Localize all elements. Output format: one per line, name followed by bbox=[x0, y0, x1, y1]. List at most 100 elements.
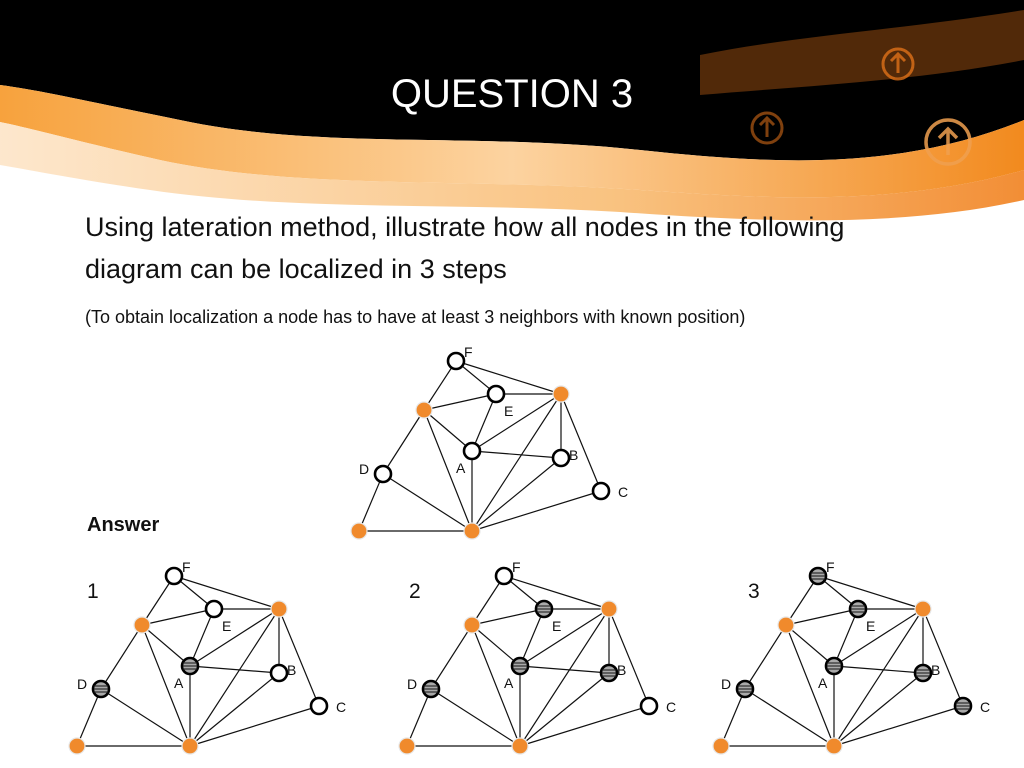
edge-anchor-top-right-anchor-bottom-center bbox=[519, 608, 610, 747]
node-label-b: B bbox=[287, 662, 296, 678]
node-label-a: A bbox=[174, 675, 184, 691]
node-e bbox=[204, 599, 224, 619]
node-label-f: F bbox=[464, 344, 473, 360]
node-label-c: C bbox=[666, 699, 676, 715]
node-f bbox=[446, 351, 466, 371]
edge-anchor-top-left-e bbox=[141, 608, 215, 626]
up-arrow-icon bbox=[750, 111, 784, 145]
edge-e-a bbox=[471, 393, 497, 452]
edge-f-anchor-top-left bbox=[423, 360, 457, 411]
node-label-b: B bbox=[931, 662, 940, 678]
up-arrow-icon bbox=[881, 47, 915, 81]
edge-anchor-top-left-e bbox=[471, 608, 545, 626]
node-f bbox=[494, 566, 514, 586]
edge-anchor-top-right-a bbox=[471, 393, 562, 452]
edge-anchor-top-left-a bbox=[471, 624, 521, 667]
edge-anchor-top-left-a bbox=[141, 624, 191, 667]
edge-e-a bbox=[519, 608, 545, 667]
edge-f-anchor-top-right bbox=[817, 575, 924, 610]
anchor-top-left-node bbox=[133, 616, 151, 634]
edge-b-anchor-bottom-center bbox=[833, 672, 924, 747]
node-label-d: D bbox=[359, 461, 369, 477]
answer-label: Answer bbox=[87, 514, 160, 536]
edge-anchor-top-left-a bbox=[423, 409, 473, 452]
edge-anchor-top-left-d bbox=[744, 624, 787, 690]
slide-title: QUESTION 3 bbox=[390, 72, 634, 116]
edge-anchor-top-right-c bbox=[560, 393, 602, 492]
edge-d-anchor-bottom-center bbox=[430, 688, 521, 747]
node-label-e: E bbox=[866, 618, 875, 634]
anchor-bottom-center-node bbox=[511, 737, 529, 755]
node-label-a: A bbox=[818, 675, 828, 691]
node-label-a: A bbox=[456, 460, 466, 476]
node-d bbox=[373, 464, 393, 484]
edge-d-anchor-bottom-left bbox=[720, 688, 746, 747]
edge-b-anchor-bottom-center bbox=[471, 457, 562, 532]
edge-d-anchor-bottom-left bbox=[358, 473, 384, 532]
edge-anchor-top-right-c bbox=[278, 608, 320, 707]
edge-a-b bbox=[833, 665, 924, 674]
node-c bbox=[591, 481, 611, 501]
edge-anchor-top-left-d bbox=[100, 624, 143, 690]
edge-anchor-top-left-anchor-bottom-center bbox=[141, 624, 191, 747]
edge-anchor-top-left-d bbox=[382, 409, 425, 475]
edge-anchor-top-right-c bbox=[922, 608, 964, 707]
edge-e-a bbox=[833, 608, 859, 667]
edge-anchor-top-right-a bbox=[833, 608, 924, 667]
node-label-e: E bbox=[222, 618, 231, 634]
anchor-top-left-node bbox=[777, 616, 795, 634]
edge-f-anchor-top-left bbox=[785, 575, 819, 626]
edge-d-anchor-bottom-left bbox=[406, 688, 432, 747]
node-b bbox=[269, 663, 289, 683]
node-label-f: F bbox=[826, 559, 835, 575]
edge-d-anchor-bottom-center bbox=[382, 473, 473, 532]
edge-anchor-top-right-anchor-bottom-center bbox=[471, 393, 562, 532]
step-number: 3 bbox=[748, 580, 760, 603]
edge-anchor-top-left-anchor-bottom-center bbox=[423, 409, 473, 532]
edge-f-anchor-top-right bbox=[173, 575, 280, 610]
edge-anchor-top-right-a bbox=[519, 608, 610, 667]
step-number: 1 bbox=[87, 580, 99, 603]
node-c bbox=[309, 696, 329, 716]
header-banner bbox=[0, 0, 1024, 230]
node-label-e: E bbox=[552, 618, 561, 634]
node-label-f: F bbox=[182, 559, 191, 575]
edge-anchor-top-left-e bbox=[423, 393, 497, 411]
anchor-bottom-left-node bbox=[712, 737, 730, 755]
node-b bbox=[551, 448, 571, 468]
node-label-f: F bbox=[512, 559, 521, 575]
up-arrow-icon bbox=[924, 118, 972, 166]
edge-c-anchor-bottom-center bbox=[519, 705, 650, 747]
anchor-top-right-node bbox=[270, 600, 288, 618]
node-label-c: C bbox=[980, 699, 990, 715]
node-label-b: B bbox=[617, 662, 626, 678]
edge-d-anchor-bottom-center bbox=[744, 688, 835, 747]
edge-anchor-top-left-anchor-bottom-center bbox=[785, 624, 835, 747]
anchor-bottom-left-node bbox=[398, 737, 416, 755]
edge-anchor-top-right-anchor-bottom-center bbox=[833, 608, 924, 747]
node-a bbox=[462, 441, 482, 461]
edge-b-anchor-bottom-center bbox=[189, 672, 280, 747]
anchor-top-left-node bbox=[415, 401, 433, 419]
edge-a-b bbox=[519, 665, 610, 674]
anchor-top-right-node bbox=[600, 600, 618, 618]
edge-e-a bbox=[189, 608, 215, 667]
step-number: 2 bbox=[409, 580, 421, 603]
node-label-a: A bbox=[504, 675, 514, 691]
edge-anchor-top-right-a bbox=[189, 608, 280, 667]
node-label-d: D bbox=[721, 676, 731, 692]
edge-anchor-top-left-d bbox=[430, 624, 473, 690]
edge-f-anchor-top-left bbox=[141, 575, 175, 626]
edge-c-anchor-bottom-center bbox=[189, 705, 320, 747]
edge-d-anchor-bottom-center bbox=[100, 688, 191, 747]
edge-f-anchor-top-right bbox=[455, 360, 562, 395]
node-label-b: B bbox=[569, 447, 578, 463]
node-f bbox=[164, 566, 184, 586]
anchor-bottom-center-node bbox=[181, 737, 199, 755]
anchor-top-right-node bbox=[914, 600, 932, 618]
node-label-e: E bbox=[504, 403, 513, 419]
question-note: (To obtain localization a node has to ha… bbox=[85, 307, 746, 327]
